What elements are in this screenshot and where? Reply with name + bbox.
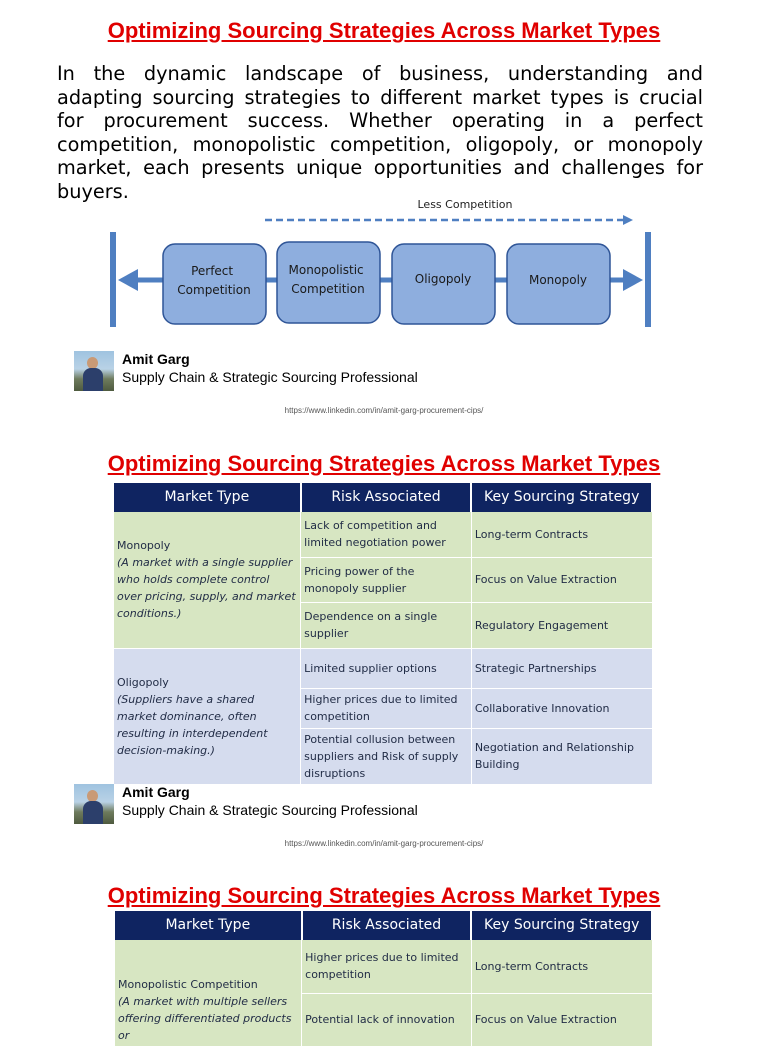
market-type-monopolistic: Monopolistic Competition (A market with … [115, 940, 303, 1047]
author-role: Supply Chain & Strategic Sourcing Profes… [122, 802, 418, 818]
box-monopolistic-competition: Monopolistic Competition [276, 241, 381, 324]
table-cell: Pricing power of the monopoly supplier [300, 557, 472, 603]
avatar [74, 784, 114, 824]
table-cell: Potential lack of innovation [301, 993, 472, 1047]
table-cell: Limited supplier options [300, 648, 472, 689]
table-cell: Potential collusion between suppliers an… [300, 728, 472, 785]
table-cell: Strategic Partnerships [471, 648, 653, 689]
left-end-bar [110, 232, 116, 327]
table-cell: Long-term Contracts [471, 940, 653, 994]
header-risk: Risk Associated [300, 483, 473, 512]
author-role: Supply Chain & Strategic Sourcing Profes… [122, 369, 418, 385]
less-competition-label: Less Competition [418, 198, 513, 211]
svg-text:Oligopoly: Oligopoly [415, 272, 471, 286]
box-perfect-competition: Perfect Competition [162, 243, 267, 325]
box-monopoly: Monopoly [506, 243, 611, 325]
header-market-type: Market Type [115, 911, 303, 940]
market-type-oligopoly: Oligopoly (Suppliers have a shared marke… [114, 648, 302, 785]
table-cell: Dependence on a single supplier [300, 602, 472, 649]
table-cell: Lack of competition and limited negotiat… [300, 512, 472, 558]
author-name: Amit Garg [122, 784, 190, 800]
table-cell: Higher prices due to limited competition [300, 688, 472, 729]
linkedin-url[interactable]: https://www.linkedin.com/in/amit-garg-pr… [284, 839, 484, 848]
page-title: Optimizing Sourcing Strategies Across Ma… [107, 18, 661, 43]
market-types-diagram: Less Competition Perfect Competition Mon… [110, 198, 651, 327]
avatar [74, 351, 114, 391]
table-cell: Collaborative Innovation [471, 688, 653, 729]
header-strategy: Key Sourcing Strategy [471, 911, 653, 940]
intro-paragraph: In the dynamic landscape of business, un… [57, 62, 703, 203]
linkedin-url[interactable]: https://www.linkedin.com/in/amit-garg-pr… [284, 406, 484, 415]
sourcing-table-2: Market Type Risk Associated Key Sourcing… [115, 911, 653, 1047]
header-risk: Risk Associated [301, 911, 473, 940]
box-oligopoly: Oligopoly [391, 243, 496, 325]
header-strategy: Key Sourcing Strategy [471, 483, 653, 512]
author-block: Amit Garg Supply Chain & Strategic Sourc… [74, 784, 574, 826]
section3-title: Optimizing Sourcing Strategies Across Ma… [107, 883, 661, 908]
table-cell: Higher prices due to limited competition [301, 940, 472, 994]
svg-text:Perfect Competition: Perfect Competition [177, 264, 250, 297]
table-cell: Negotiation and Relationship Building [471, 728, 653, 785]
header-market-type: Market Type [114, 483, 302, 512]
market-type-monopoly: Monopoly (A market with a single supplie… [114, 512, 302, 649]
table-cell: Focus on Value Extraction [471, 557, 653, 603]
section2-title: Optimizing Sourcing Strategies Across Ma… [107, 451, 661, 476]
table-cell: Focus on Value Extraction [471, 993, 653, 1047]
author-name: Amit Garg [122, 351, 190, 367]
svg-text:Monopolistic Competition: Monopolistic Competition [289, 263, 368, 296]
svg-text:Monopoly: Monopoly [529, 273, 587, 287]
right-end-bar [645, 232, 651, 327]
table-cell: Regulatory Engagement [471, 602, 653, 649]
sourcing-table-1: Market Type Risk Associated Key Sourcing… [114, 483, 653, 785]
table-cell: Long-term Contracts [471, 512, 653, 558]
author-block: Amit Garg Supply Chain & Strategic Sourc… [74, 351, 574, 393]
